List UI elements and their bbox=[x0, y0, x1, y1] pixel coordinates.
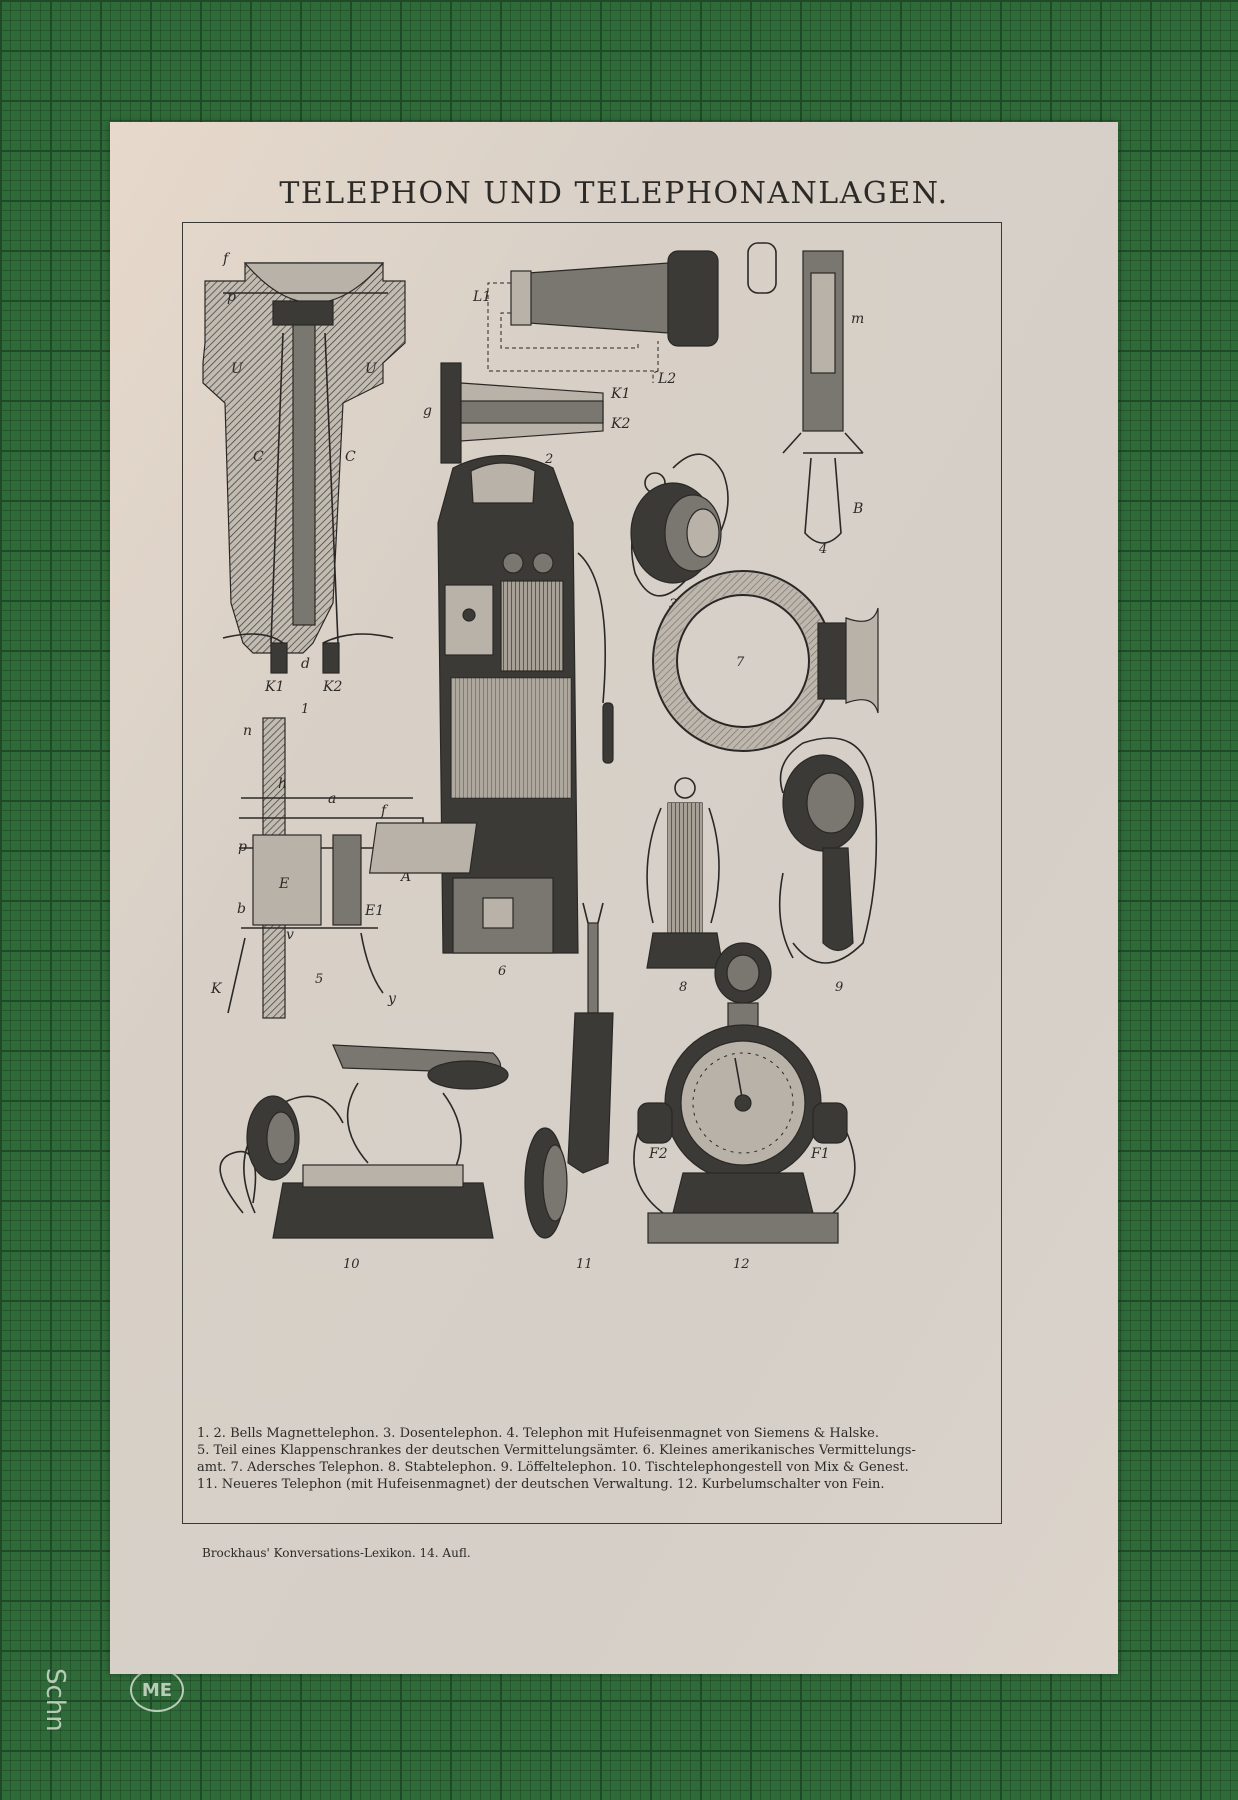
fig1-label-k2: K2 bbox=[322, 679, 342, 695]
source-credit: Brockhaus' Konversations-Lexikon. 14. Au… bbox=[202, 1546, 471, 1560]
figure-number-10: 10 bbox=[343, 1257, 360, 1272]
fig5-label-e1: E1 bbox=[364, 903, 384, 919]
fig5-label-a: a bbox=[328, 791, 336, 807]
figure-4-siemens-telephone: m B 4 bbox=[747, 242, 864, 557]
fig5-label-p: p bbox=[238, 839, 247, 855]
fig5-label-n: n bbox=[243, 723, 252, 739]
figure-number-8: 8 bbox=[679, 980, 687, 995]
fig1-label-k1: K1 bbox=[264, 679, 284, 695]
figure-10-desk-telephone: 10 bbox=[219, 1044, 509, 1272]
fig5-label-v: v bbox=[286, 927, 294, 943]
fig12-label-f1: F1 bbox=[810, 1146, 830, 1162]
figure-number-1: 1 bbox=[301, 702, 309, 717]
cutting-mat-print: Schn bbox=[40, 1668, 70, 1732]
figure-number-2: 2 bbox=[544, 452, 553, 467]
fig4-label-m: m bbox=[851, 311, 864, 327]
figure-number-12: 12 bbox=[733, 1257, 750, 1272]
figure-number-9: 9 bbox=[835, 980, 843, 995]
fig1-label-d: d bbox=[301, 656, 310, 672]
figure-1-bell-telephone: f p U U C C d K1 K2 1 bbox=[202, 251, 406, 717]
fig2-label-k2: K2 bbox=[610, 416, 630, 432]
fig5-label-k: K bbox=[210, 981, 223, 997]
fig1-label-u-right: U bbox=[365, 361, 378, 377]
fig1-label-c-right: C bbox=[345, 449, 356, 465]
fig2-label-g: g bbox=[423, 403, 432, 419]
plate-caption: 1. 2. Bells Magnettelephon. 3. Dosentele… bbox=[197, 1425, 987, 1493]
page-title: TELEPHON UND TELEPHONANLAGEN. bbox=[279, 176, 949, 211]
engraving-plate: f p U U C C d K1 K2 1 L1 bbox=[202, 242, 879, 1272]
figure-number-5: 5 bbox=[315, 972, 323, 987]
figure-12-crank-switch: F2 F1 12 bbox=[633, 942, 856, 1272]
figure-6-american-exchange: 6 bbox=[368, 455, 614, 979]
fig2-label-l1: L1 bbox=[472, 289, 491, 305]
fig4-label-b: B bbox=[852, 501, 863, 517]
plate-frame: f p U U C C d K1 K2 1 L1 bbox=[182, 222, 1002, 1524]
fig1-label-p: p bbox=[227, 289, 236, 305]
fig5-label-e: E bbox=[278, 876, 289, 892]
cutting-mat-logo: ME bbox=[130, 1668, 184, 1712]
figure-number-11: 11 bbox=[576, 1257, 593, 1272]
figure-7-ader-telephone: 7 bbox=[652, 570, 879, 752]
figure-3-dosentelephon: 3 bbox=[630, 453, 729, 612]
engraving-sheet: TELEPHON UND TELEPHONANLAGEN. bbox=[110, 122, 1118, 1674]
caption-line-2: 5. Teil eines Klappenschrankes der deuts… bbox=[197, 1443, 916, 1458]
fig1-label-f: f bbox=[222, 251, 231, 267]
figure-number-4: 4 bbox=[818, 542, 827, 557]
caption-line-4: 11. Neueres Telephon (mit Hufeisenmagnet… bbox=[197, 1477, 885, 1492]
fig5-label-y: y bbox=[387, 991, 397, 1007]
fig1-label-c: C bbox=[253, 449, 264, 465]
figure-8-stabtelephon: 8 bbox=[646, 777, 724, 995]
figure-5-switchboard-part: n h a f p w E E1 A b v K y 5 bbox=[210, 717, 424, 1019]
figure-2-bell-telephone-wiring: L1 L2 K1 K2 g 2 bbox=[423, 250, 719, 467]
fig5-label-f: f bbox=[380, 803, 389, 819]
caption-line-3: amt. 7. Adersches Telephon. 8. Stabtelep… bbox=[197, 1460, 909, 1475]
fig12-label-f2: F2 bbox=[648, 1146, 668, 1162]
figure-9-loeffeltelephon: 9 bbox=[778, 737, 878, 995]
figure-number-6: 6 bbox=[498, 964, 506, 979]
figure-number-7: 7 bbox=[736, 655, 745, 670]
figure-11-newer-telephone: 11 bbox=[524, 902, 614, 1272]
fig5-label-b: b bbox=[237, 901, 246, 917]
fig1-label-u: U bbox=[231, 361, 244, 377]
fig2-label-k1: K1 bbox=[610, 386, 630, 402]
fig5-label-h: h bbox=[278, 776, 287, 792]
caption-line-1: 1. 2. Bells Magnettelephon. 3. Dosentele… bbox=[197, 1426, 879, 1441]
fig2-label-l2: L2 bbox=[657, 371, 676, 387]
